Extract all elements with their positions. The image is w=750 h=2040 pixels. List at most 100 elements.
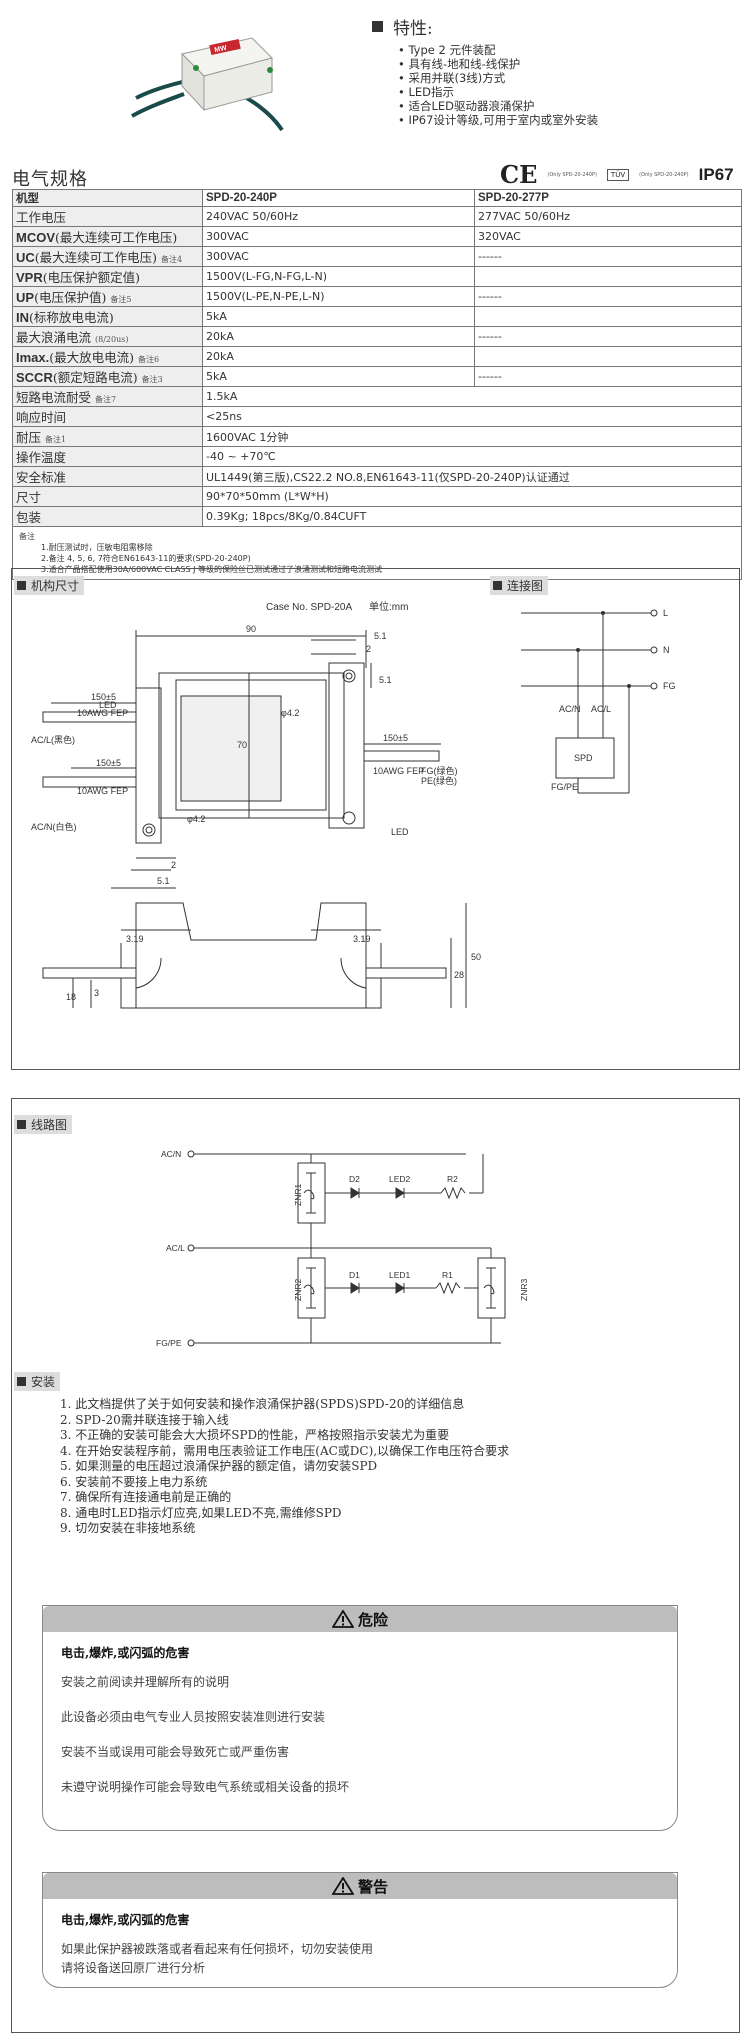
install-step: 4. 在开始安装程序前，需用电压表验证工作电压(AC或DC),以确保工作电压符合… — [60, 1443, 510, 1458]
component-label: ZNR1 — [293, 1184, 303, 1206]
spec-value-cell: ------ — [474, 286, 742, 307]
spec-note: 备注7 — [95, 395, 117, 404]
product-brand: MW — [214, 45, 228, 55]
spec-value-cell: 5kA — [202, 306, 475, 327]
spec-note: (8/20us) — [95, 335, 129, 344]
danger-title: 危险 — [357, 1610, 388, 1629]
terminal-label: AC/L — [591, 704, 611, 714]
spec-value-cell: 90*70*50mm (L*W*H) — [202, 486, 742, 507]
dim-label: 18 — [66, 992, 76, 1002]
spec-label-abbr: UC — [16, 250, 35, 265]
header-cell: SPD-20-240P — [202, 189, 475, 207]
spec-label-cell: SCCR(额定短路电流)备注3 — [12, 366, 203, 387]
note-line: 1.耐压测试时，压敏电阻需移除 — [41, 543, 153, 552]
terminal-label: AC/N — [559, 704, 581, 714]
spec-label-text: 耐压 — [16, 430, 42, 445]
spec-note: 备注1 — [45, 435, 67, 444]
spec-value-cell — [474, 346, 742, 367]
features-list: Type 2 元件装配 具有线-地和线-线保护 采用并联(3线)方式 LED指示… — [398, 43, 732, 127]
spec-label-cell: 安全标准 — [12, 466, 203, 487]
spec-value-cell: 1500V(L-FG,N-FG,L-N) — [202, 266, 475, 287]
spec-value-cell: 5kA — [202, 366, 475, 387]
spec-label-cell: MCOV(最大连续可工作电压) — [12, 226, 203, 247]
wire-label: PE(绿色) — [421, 775, 457, 786]
spec-value-cell: UL1449(第三版),CS22.2 NO.8,EN61643-11(仅SPD-… — [202, 466, 742, 487]
dim-label: 5.1 — [379, 675, 392, 685]
feature-item: IP67设计等级,可用于室内或室外安装 — [398, 113, 732, 127]
danger-header: 危险 — [43, 1606, 677, 1632]
warning-triangle-icon — [331, 1610, 354, 1628]
ul-note: (Only SPD-20-240P) — [639, 171, 689, 178]
spec-label-text: (标称放电电流) — [29, 310, 114, 325]
spec-label-abbr: IN — [16, 310, 29, 325]
dim-label: 2 — [171, 860, 176, 870]
spec-title: 电气规格 — [12, 169, 88, 190]
circuit-tag: 线路图 — [14, 1115, 73, 1134]
spec-value-cell: 320VAC — [474, 226, 742, 247]
spec-value-cell: ------ — [474, 246, 742, 267]
spec-label-text: 尺寸 — [16, 490, 42, 505]
spec-label-cell: 耐压备注1 — [12, 426, 203, 447]
install-step: 6. 安装前不要接上电力系统 — [60, 1474, 208, 1489]
terminal-label: N — [663, 645, 670, 655]
danger-line: 未遵守说明操作可能会导致电气系统或相关设备的损坏 — [61, 1780, 350, 1794]
wire-label: 10AWG FEP — [77, 786, 128, 796]
features-panel: 特性: Type 2 元件装配 具有线-地和线-线保护 采用并联(3线)方式 L… — [372, 14, 732, 127]
danger-subtitle: 电击,爆炸,或闪弧的危害 — [61, 1646, 190, 1660]
spec-value-cell: ------ — [474, 326, 742, 347]
spec-label-text: (最大连续可工作电压) — [34, 250, 158, 265]
wire-label: AC/L(黑色) — [31, 734, 75, 745]
wire-label: AC/N(白色) — [31, 821, 77, 832]
feature-item: 具有线-地和线-线保护 — [398, 57, 732, 71]
dim-label: 70 — [237, 740, 247, 750]
spec-value-cell — [474, 306, 742, 327]
caution-subtitle: 电击,爆炸,或闪弧的危害 — [61, 1913, 190, 1927]
spec-value-cell: <25ns — [202, 406, 742, 427]
component-label: LED2 — [389, 1174, 411, 1184]
dim-label: 5.1 — [374, 631, 387, 641]
terminal-label: FG/PE — [551, 782, 578, 792]
spec-value-cell: 1600VAC 1分钟 — [202, 426, 742, 447]
spd-block — [555, 737, 615, 779]
mechanical-section — [11, 568, 740, 1070]
danger-line: 此设备必须由电气专业人员按照安装准则进行安装 — [61, 1710, 326, 1724]
install-step: 9. 切勿安装在非接地系统 — [60, 1521, 196, 1535]
spec-value-cell: -40 ~ +70℃ — [202, 446, 742, 467]
component-label: D2 — [349, 1174, 360, 1184]
spec-label-cell: 工作电压 — [12, 206, 203, 227]
certification-logos: CE (Only SPD-20-240P) TÜV (Only SPD-20-2… — [500, 160, 734, 189]
bullet-square-icon — [372, 21, 383, 32]
ip67-logo: IP67 — [698, 164, 734, 184]
case-number: Case No. SPD-20A — [266, 602, 352, 613]
spec-label-text: (额定短路电流) — [52, 370, 138, 385]
spec-value-cell: 1500V(L-PE,N-PE,L-N) — [202, 286, 475, 307]
dim-label: 28 — [454, 970, 464, 980]
node-label: AC/L — [166, 1243, 185, 1253]
note-line: 2.备注 4, 5, 6, 7符合EN61643-11的要求(SPD-20-24… — [41, 554, 251, 563]
dim-label: 5.1 — [157, 876, 170, 886]
spec-value-cell: 277VAC 50/60Hz — [474, 206, 742, 227]
component-label: D1 — [349, 1270, 360, 1280]
header-cell: 机型 — [12, 189, 203, 207]
component-label: R1 — [442, 1270, 453, 1280]
component-label: LED1 — [389, 1270, 411, 1280]
caution-line: 请将设备送回原厂进行分析 — [61, 1961, 206, 1975]
table-row: 最大浪涌电流(8/20us)20kA------ — [12, 326, 742, 347]
unit-label: 单位:mm — [369, 600, 408, 613]
dim-label: φ4.2 — [187, 814, 205, 824]
bullet-square-icon — [17, 581, 26, 590]
feature-item: Type 2 元件装配 — [398, 43, 732, 57]
spec-label-abbr: Imax. — [16, 350, 50, 365]
dim-label: 150±5 — [383, 733, 408, 743]
dim-label: 3.19 — [126, 934, 144, 944]
spec-label-abbr: MCOV — [16, 230, 55, 245]
